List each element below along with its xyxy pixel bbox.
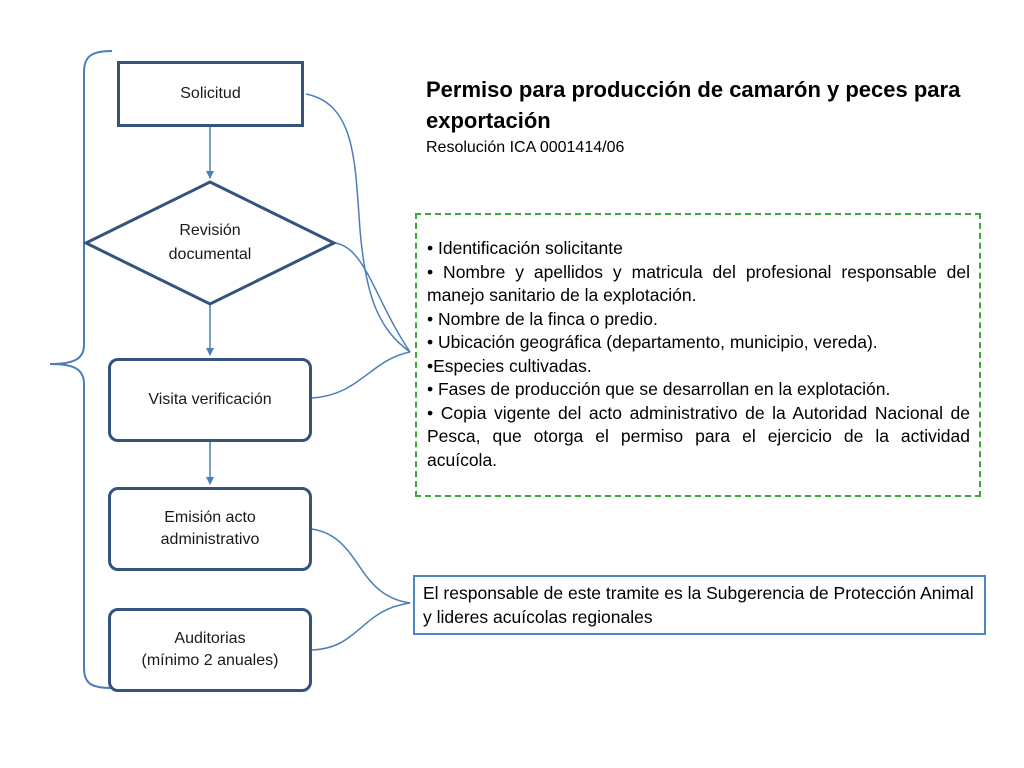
step-auditorias-line2: (mínimo 2 anuales) <box>141 652 279 669</box>
connector-solicitud-to-requirements <box>305 93 411 353</box>
requirement-item: •Especies cultivadas. <box>427 355 592 376</box>
step-emision-line2: administrativo <box>160 531 260 548</box>
step-revision-line1: Revisión <box>179 222 241 239</box>
grouping-brace <box>49 50 113 689</box>
step-auditorias-line1: Auditorias <box>174 630 246 647</box>
requirement-item: • Nombre de la finca o predio. <box>427 308 658 329</box>
requirements-box: • Identificación solicitante • Nombre y … <box>415 213 981 497</box>
requirements-list: • Identificación solicitante • Nombre y … <box>427 237 970 472</box>
requirement-item: • Identificación solicitante <box>427 238 623 258</box>
step-visita: Visita verificación <box>108 358 312 442</box>
revision-diamond <box>82 180 338 306</box>
step-revision-line2: documental <box>168 246 252 263</box>
requirement-item: • Nombre y apellidos y matricula del pro… <box>427 261 970 306</box>
step-solicitud: Solicitud <box>117 61 304 127</box>
connector-emision-to-responsible <box>311 528 411 604</box>
page-title: Permiso para producción de camarón y pec… <box>426 77 961 133</box>
connector-auditorias-to-responsible <box>311 602 411 651</box>
responsible-box: El responsable de este tramite es la Sub… <box>413 575 986 635</box>
connector-revision-to-requirements <box>334 242 411 353</box>
requirement-item: • Fases de producción que se desarrollan… <box>427 379 891 399</box>
page-subtitle: Resolución ICA 0001414/06 <box>426 139 625 156</box>
step-emision-line1: Emisión acto <box>164 509 256 526</box>
step-revision-label: Revisión documental <box>140 219 280 267</box>
step-auditorias: Auditorias (mínimo 2 anuales) <box>108 608 312 692</box>
responsible-text: El responsable de este tramite es la Sub… <box>423 583 974 627</box>
step-solicitud-label: Solicitud <box>180 85 241 102</box>
step-visita-label: Visita verificación <box>148 391 272 408</box>
step-emision: Emisión acto administrativo <box>108 487 312 571</box>
requirement-item: • Ubicación geográfica (departamento, mu… <box>427 332 878 352</box>
requirement-item: • Copia vigente del acto administrativo … <box>427 402 970 470</box>
connector-visita-to-requirements <box>311 351 411 399</box>
